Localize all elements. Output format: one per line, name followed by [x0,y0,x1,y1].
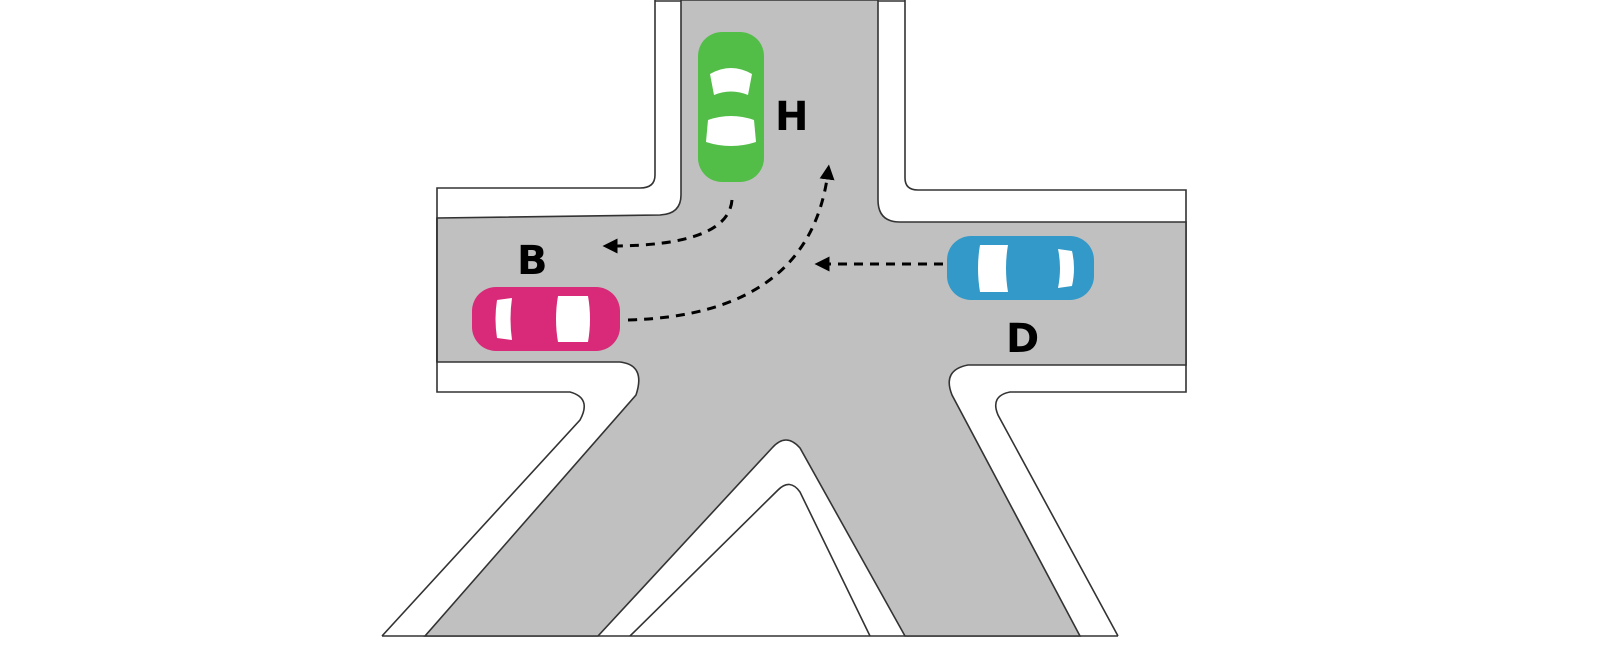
car-d [947,236,1094,300]
label-d: D [1006,316,1039,362]
arrow-h-to-west [602,199,734,254]
label-h: H [775,94,808,140]
road-surface [423,0,1187,637]
label-b: B [517,238,548,284]
car-b [472,287,620,351]
movement-arrows [602,164,943,322]
car-h [698,32,764,182]
arrow-b-to-north [627,164,835,322]
